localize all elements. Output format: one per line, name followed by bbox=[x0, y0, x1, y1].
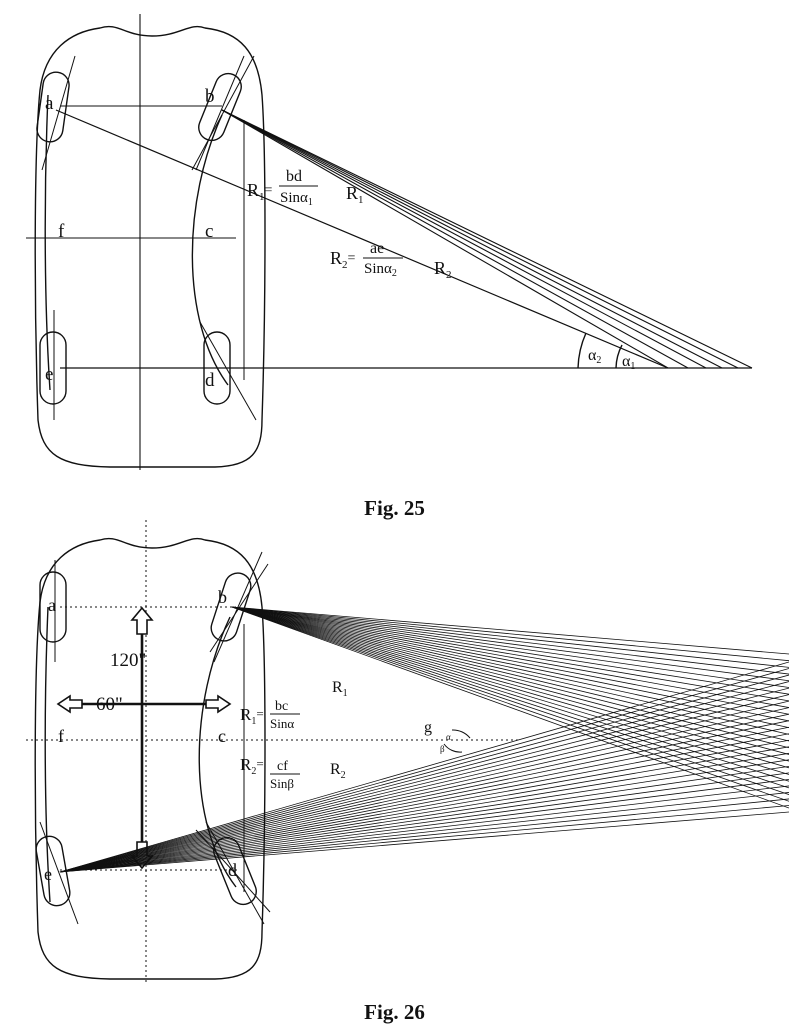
radius-r1-line-4 bbox=[222, 110, 722, 368]
radius-ray-e bbox=[60, 669, 789, 872]
angle-arc-beta bbox=[444, 744, 462, 752]
width-arrow-left bbox=[58, 696, 82, 712]
label-a: a bbox=[48, 595, 56, 615]
radius-r1-line-5 bbox=[222, 110, 738, 368]
angle-label-alpha1: α1 bbox=[622, 353, 635, 372]
label-f: f bbox=[58, 726, 64, 746]
figure-26: a b c d e f g 120" 60" R1= bc Sinα R1 R2… bbox=[0, 512, 789, 992]
formula-r2-denominator: Sinβ bbox=[270, 776, 294, 791]
radius-r2-line bbox=[56, 110, 668, 368]
figure-25: a b c d e f R1= bd Sinα1 R1 R2= ae Sinα2… bbox=[0, 0, 789, 490]
formula-r2-lhs: R2= bbox=[330, 248, 356, 271]
radius-ray-e bbox=[60, 753, 789, 872]
angle-arc-alpha2 bbox=[578, 333, 586, 368]
radius-r1-line-3 bbox=[222, 110, 706, 368]
figure-25-drawing: a b c d e f R1= bd Sinα1 R1 R2= ae Sinα2… bbox=[0, 0, 789, 490]
formula-r1-denominator: Sinα1 bbox=[280, 190, 313, 208]
radius-ray-e bbox=[60, 805, 789, 872]
angle-arc-alpha bbox=[452, 730, 470, 738]
radius-ray-e bbox=[60, 662, 789, 872]
formula-r2-lhs: R2= bbox=[240, 755, 264, 777]
formula-r2-numerator: cf bbox=[277, 759, 288, 774]
radius-ray-b bbox=[232, 607, 789, 681]
radius-r1-line-2 bbox=[222, 110, 688, 368]
label-b: b bbox=[218, 587, 227, 607]
radius-ray-e bbox=[60, 792, 789, 872]
label-a: a bbox=[45, 93, 54, 114]
car-body-outline bbox=[35, 27, 265, 467]
label-f: f bbox=[58, 221, 65, 242]
length-arrow-top bbox=[132, 608, 152, 634]
figure-26-caption: Fig. 26 bbox=[0, 1000, 789, 1025]
formula-r2-denominator: Sinα2 bbox=[364, 261, 397, 279]
width-arrow-right bbox=[206, 696, 230, 712]
radius-fan-from-e bbox=[60, 662, 789, 872]
label-b: b bbox=[205, 86, 215, 107]
formula-r1-numerator: bd bbox=[286, 168, 302, 185]
radius-ray-e bbox=[60, 721, 789, 872]
radius-ray-e bbox=[60, 799, 789, 872]
angle-label-alpha2: α2 bbox=[588, 347, 601, 366]
radius-ray-b bbox=[232, 607, 789, 714]
dimension-width-label: 60" bbox=[96, 694, 123, 715]
car-right-inner-line bbox=[192, 115, 228, 385]
label-e: e bbox=[44, 864, 52, 884]
radius-fan-from-b bbox=[232, 607, 789, 808]
wheel-axis-front-right-1 bbox=[192, 56, 254, 170]
radius-ray-e bbox=[60, 812, 789, 872]
radius-ray-e bbox=[60, 727, 789, 872]
car-left-inner-line bbox=[45, 95, 50, 390]
label-g: g bbox=[424, 719, 432, 736]
label-c: c bbox=[218, 726, 226, 746]
ray-label-r1: R1 bbox=[332, 679, 348, 699]
label-c: c bbox=[205, 221, 213, 242]
radius-ray-e bbox=[60, 766, 789, 872]
formula-r1-numerator: bc bbox=[275, 699, 288, 714]
label-d: d bbox=[205, 370, 215, 391]
angle-label-beta: β bbox=[440, 744, 445, 754]
formula-r1-lhs: R1= bbox=[240, 705, 264, 727]
dimension-length-label: 120" bbox=[110, 650, 146, 671]
ray-label-r2: R2 bbox=[330, 761, 346, 781]
radius-r1-line-1 bbox=[222, 110, 668, 368]
label-e: e bbox=[45, 364, 53, 385]
formula-r1-denominator: Sinα bbox=[270, 716, 294, 731]
figure-26-drawing: a b c d e f g 120" 60" R1= bc Sinα R1 R2… bbox=[0, 512, 789, 992]
ray-label-r2: R2 bbox=[434, 258, 452, 281]
radius-ray-e bbox=[60, 786, 789, 872]
radius-ray-e bbox=[60, 747, 789, 872]
radius-r1-line-6 bbox=[222, 110, 752, 368]
radius-ray-e bbox=[60, 688, 789, 872]
car-left-inner-line bbox=[45, 607, 50, 902]
label-d: d bbox=[228, 860, 237, 880]
angle-label-alpha: α bbox=[446, 732, 451, 742]
wheel-front-right bbox=[195, 70, 245, 145]
radius-ray-b bbox=[232, 607, 789, 701]
radius-ray-e bbox=[60, 740, 789, 872]
formula-r2-numerator: ae bbox=[370, 240, 384, 257]
radius-ray-e bbox=[60, 773, 789, 872]
radius-ray-e bbox=[60, 734, 789, 872]
radius-ray-b bbox=[232, 607, 789, 708]
car-body-outline bbox=[35, 539, 265, 979]
